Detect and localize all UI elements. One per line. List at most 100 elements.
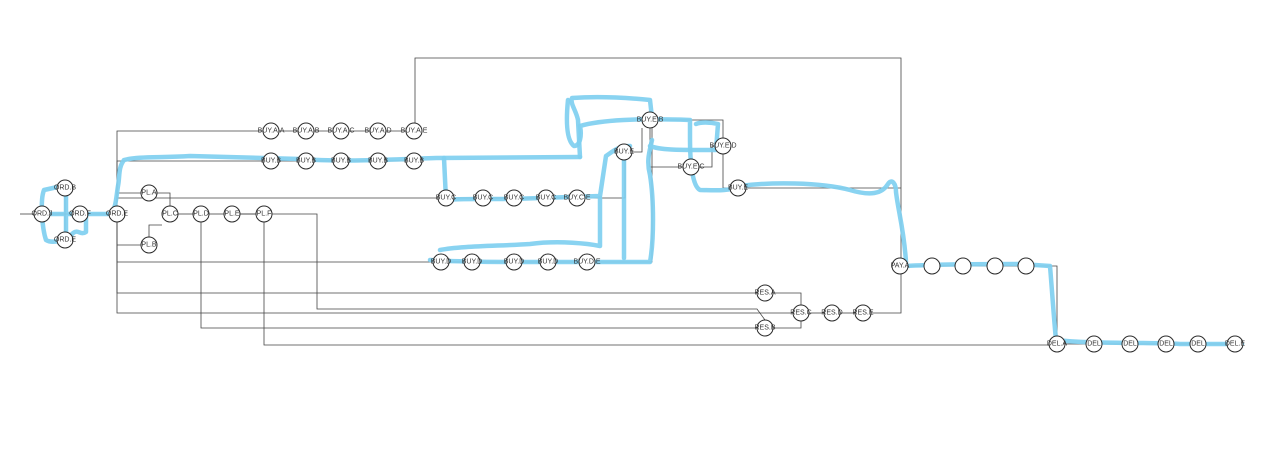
node-buy-aa[interactable]: BUY.A.A (258, 122, 285, 140)
node-buy-eb[interactable]: BUY.E.B (637, 111, 664, 129)
node-circle (405, 122, 423, 140)
node-pl-c[interactable]: PL.C (161, 205, 179, 223)
node-label: BUY.D (462, 259, 483, 266)
node-ord-j[interactable]: ORD.J (32, 205, 53, 223)
node-label: DEL (1159, 341, 1173, 348)
node-buy-ac[interactable]: BUY.A.C (327, 122, 355, 140)
node-buy-b1[interactable]: BUY.B (261, 152, 281, 170)
node-pl-f[interactable]: PL.F (255, 205, 273, 223)
node-del-e[interactable]: DEL.E (1225, 335, 1246, 353)
node-label: BUY.A.A (258, 128, 285, 135)
node-del-a[interactable]: DEL.A (1047, 335, 1068, 353)
highlight-stroke (647, 120, 721, 153)
node-pl-a[interactable]: PL.A (140, 184, 158, 202)
node-circle (578, 253, 596, 271)
node-label: BUY.E (614, 149, 634, 156)
node-buy-e2[interactable]: BUY.E (728, 179, 748, 197)
node-ord-e[interactable]: ORD.E (106, 205, 129, 223)
node-pl-e[interactable]: PL.E (223, 205, 241, 223)
node-buy-de[interactable]: BUY.D.E (573, 253, 601, 271)
node-label: BUY.E.D (709, 143, 736, 150)
node-ord-b[interactable]: ORD.B (54, 179, 77, 197)
node-del-2[interactable]: DEL (1085, 335, 1103, 353)
node-res-a[interactable]: RES.A (754, 284, 776, 302)
node-circle (108, 205, 126, 223)
node-del-5[interactable]: DEL (1189, 335, 1207, 353)
connector-line (871, 274, 902, 314)
node-circle (714, 137, 732, 155)
node-circle (854, 304, 872, 322)
node-buy-d3[interactable]: BUY.D (504, 253, 525, 271)
node-buy-b2[interactable]: BUY.B (296, 152, 316, 170)
node-buy-ad[interactable]: BUY.A.D (364, 122, 392, 140)
node-label: PL.F (257, 211, 272, 218)
connector-line (116, 222, 793, 314)
node-label: DEL (1123, 341, 1137, 348)
highlight-stroke (441, 143, 633, 203)
node-circle (1189, 335, 1207, 353)
node-res-b[interactable]: RES.B (754, 319, 776, 337)
node-pay-a[interactable]: PAY.A (891, 257, 910, 275)
node-pay-4[interactable] (986, 257, 1004, 275)
node-label: PL.E (224, 211, 240, 218)
node-circle (262, 122, 280, 140)
node-ord-e2[interactable]: ORD.E (54, 231, 77, 249)
node-circle (332, 122, 350, 140)
node-buy-ab[interactable]: BUY.A.B (293, 122, 320, 140)
node-circle (1121, 335, 1139, 353)
node-circle (432, 253, 450, 271)
node-buy-c3[interactable]: BUY.C (504, 189, 525, 207)
node-pl-d[interactable]: PL.D (192, 205, 210, 223)
connector-line (200, 222, 757, 329)
node-circle (537, 189, 555, 207)
node-circle (140, 236, 158, 254)
node-buy-e[interactable]: BUY.E (614, 143, 634, 161)
node-pl-b[interactable]: PL.B (140, 236, 158, 254)
node-res-d[interactable]: RES.D (821, 304, 843, 322)
highlight-stroke (564, 97, 743, 193)
node-buy-d2[interactable]: BUY.D (462, 253, 483, 271)
node-circle (641, 111, 659, 129)
connector-line (232, 213, 766, 321)
node-circle (437, 189, 455, 207)
node-res-e[interactable]: RES.E (852, 304, 874, 322)
node-pay-5[interactable] (1017, 257, 1035, 275)
node-buy-b3[interactable]: BUY.B (331, 152, 351, 170)
node-pay-2[interactable] (923, 257, 941, 275)
node-circle (297, 152, 315, 170)
node-pay-3[interactable] (954, 257, 972, 275)
highlight-stroke (903, 261, 1245, 347)
node-label: DEL.E (1225, 341, 1246, 348)
node-label: ORD.E (106, 211, 129, 218)
node-buy-ae[interactable]: BUY.A.E (401, 122, 428, 140)
node-del-4[interactable]: DEL (1157, 335, 1175, 353)
highlight-stroke (737, 179, 909, 265)
node-buy-c4[interactable]: BUY.C (536, 189, 557, 207)
connector-line (722, 154, 730, 189)
node-buy-c1[interactable]: BUY.C (436, 189, 457, 207)
connector-line (116, 130, 263, 206)
node-buy-d1[interactable]: BUY.D (431, 253, 452, 271)
node-circle (986, 257, 1004, 275)
node-buy-b5[interactable]: BUY.B (404, 152, 424, 170)
node-buy-c2[interactable]: BUY.C (473, 189, 494, 207)
node-buy-ce[interactable]: BUY.C.E (563, 189, 591, 207)
node-circle (539, 253, 557, 271)
node-buy-b4[interactable]: BUY.B (368, 152, 388, 170)
node-label: ORD.E (54, 237, 77, 244)
connector-line (773, 292, 802, 305)
node-label: BUY.A.E (401, 128, 428, 135)
node-circle (1157, 335, 1175, 353)
node-del-3[interactable]: DEL (1121, 335, 1139, 353)
node-circle (954, 257, 972, 275)
node-buy-d4[interactable]: BUY.D (538, 253, 559, 271)
node-label: BUY.B (368, 158, 388, 165)
node-ord-f[interactable]: ORD.F (69, 205, 91, 223)
node-circle (33, 205, 51, 223)
connector-line (632, 128, 643, 153)
node-buy-ed[interactable]: BUY.E.D (709, 137, 737, 155)
node-res-c[interactable]: RES.C (790, 304, 812, 322)
node-circle (1226, 335, 1244, 353)
node-buy-ec[interactable]: BUY.E.C (677, 158, 705, 176)
